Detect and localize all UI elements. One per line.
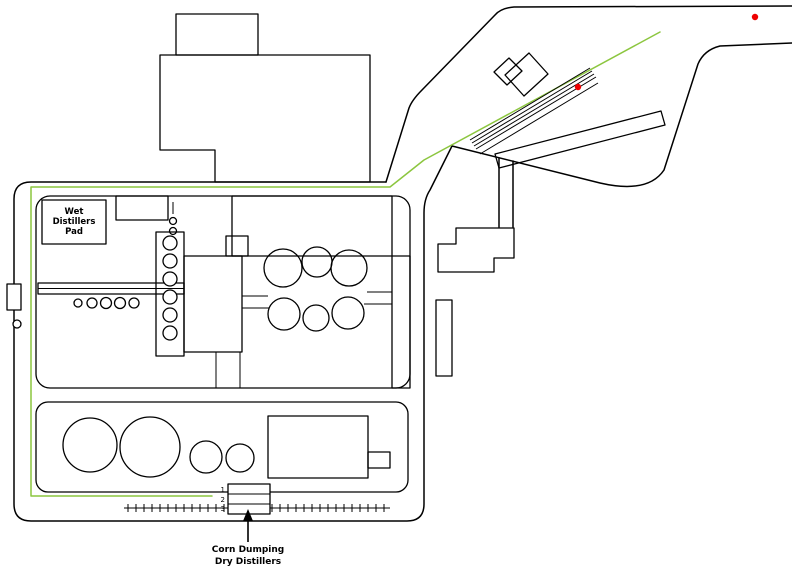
scale-house-building	[504, 52, 549, 97]
highway-lower-outline	[451, 42, 792, 188]
wet-distillers-pad	[41, 199, 107, 245]
corn-dump-arrow-head	[243, 509, 253, 521]
rail-spur-pad	[494, 110, 666, 169]
east-narrow-building	[435, 299, 453, 377]
distillation-building	[183, 255, 243, 353]
corn-dump-label-line2: Dry Distillers	[215, 557, 281, 567]
wet-pad-label-line2: Distillers	[53, 217, 96, 227]
small-tank-row	[73, 296, 140, 310]
warehouse-annex	[367, 451, 391, 469]
storage-tank-4	[225, 443, 255, 473]
lane-number-3: 3	[221, 505, 225, 513]
small-tank-b	[168, 226, 178, 236]
north-small-building	[175, 13, 259, 56]
lane-number-2: 2	[221, 496, 225, 504]
gate-post	[12, 319, 22, 329]
west-gate	[6, 283, 22, 329]
corn-dump-station: 1 2 3 Corn Dumping Dry Distillers	[212, 483, 284, 567]
red-dot-tracks	[574, 83, 582, 91]
cooling-tank-cluster	[263, 246, 368, 332]
wet-pad-label-line1: Wet	[65, 207, 84, 217]
campus-outer-boundary	[13, 145, 453, 522]
highway-upper-outline	[385, 5, 792, 183]
corn-dump-label-line1: Corn Dumping	[212, 545, 284, 555]
scale-access-stub	[498, 157, 514, 228]
warehouse-building	[267, 415, 369, 479]
corn-dump-lane-dividers	[228, 493, 270, 505]
vehicle-markers	[574, 13, 759, 91]
scale-house-annex	[493, 57, 523, 86]
road-outlines	[13, 5, 792, 522]
corn-dump-building	[227, 483, 271, 515]
rail-receiving-area	[469, 52, 666, 169]
east-strip-building	[391, 255, 411, 389]
north-yard-building	[231, 195, 393, 257]
distillation-tower	[225, 235, 249, 257]
storage-tank-1	[62, 417, 118, 473]
storage-tank-2	[119, 416, 181, 478]
small-tank-a	[168, 216, 178, 226]
north-buildings	[159, 13, 371, 183]
cluster-connectors	[215, 291, 392, 388]
office-building	[115, 195, 169, 221]
process-block	[35, 195, 411, 389]
red-dot-road	[751, 13, 759, 21]
east-notched-building	[437, 227, 515, 273]
lane-number-1: 1	[221, 486, 225, 494]
wet-pad-label: Wet Distillers Pad	[53, 207, 96, 237]
tank-farm-block	[35, 401, 409, 493]
gate-house	[6, 283, 22, 311]
storage-tank-3	[189, 440, 223, 474]
rail-tracks	[469, 67, 599, 155]
north-large-building	[159, 54, 371, 183]
truck-route-line	[30, 31, 661, 497]
wet-pad-label-line3: Pad	[65, 227, 83, 237]
fermenter-tanks	[162, 235, 178, 341]
tank-farm-outline	[35, 401, 409, 493]
east-structures	[435, 227, 515, 377]
